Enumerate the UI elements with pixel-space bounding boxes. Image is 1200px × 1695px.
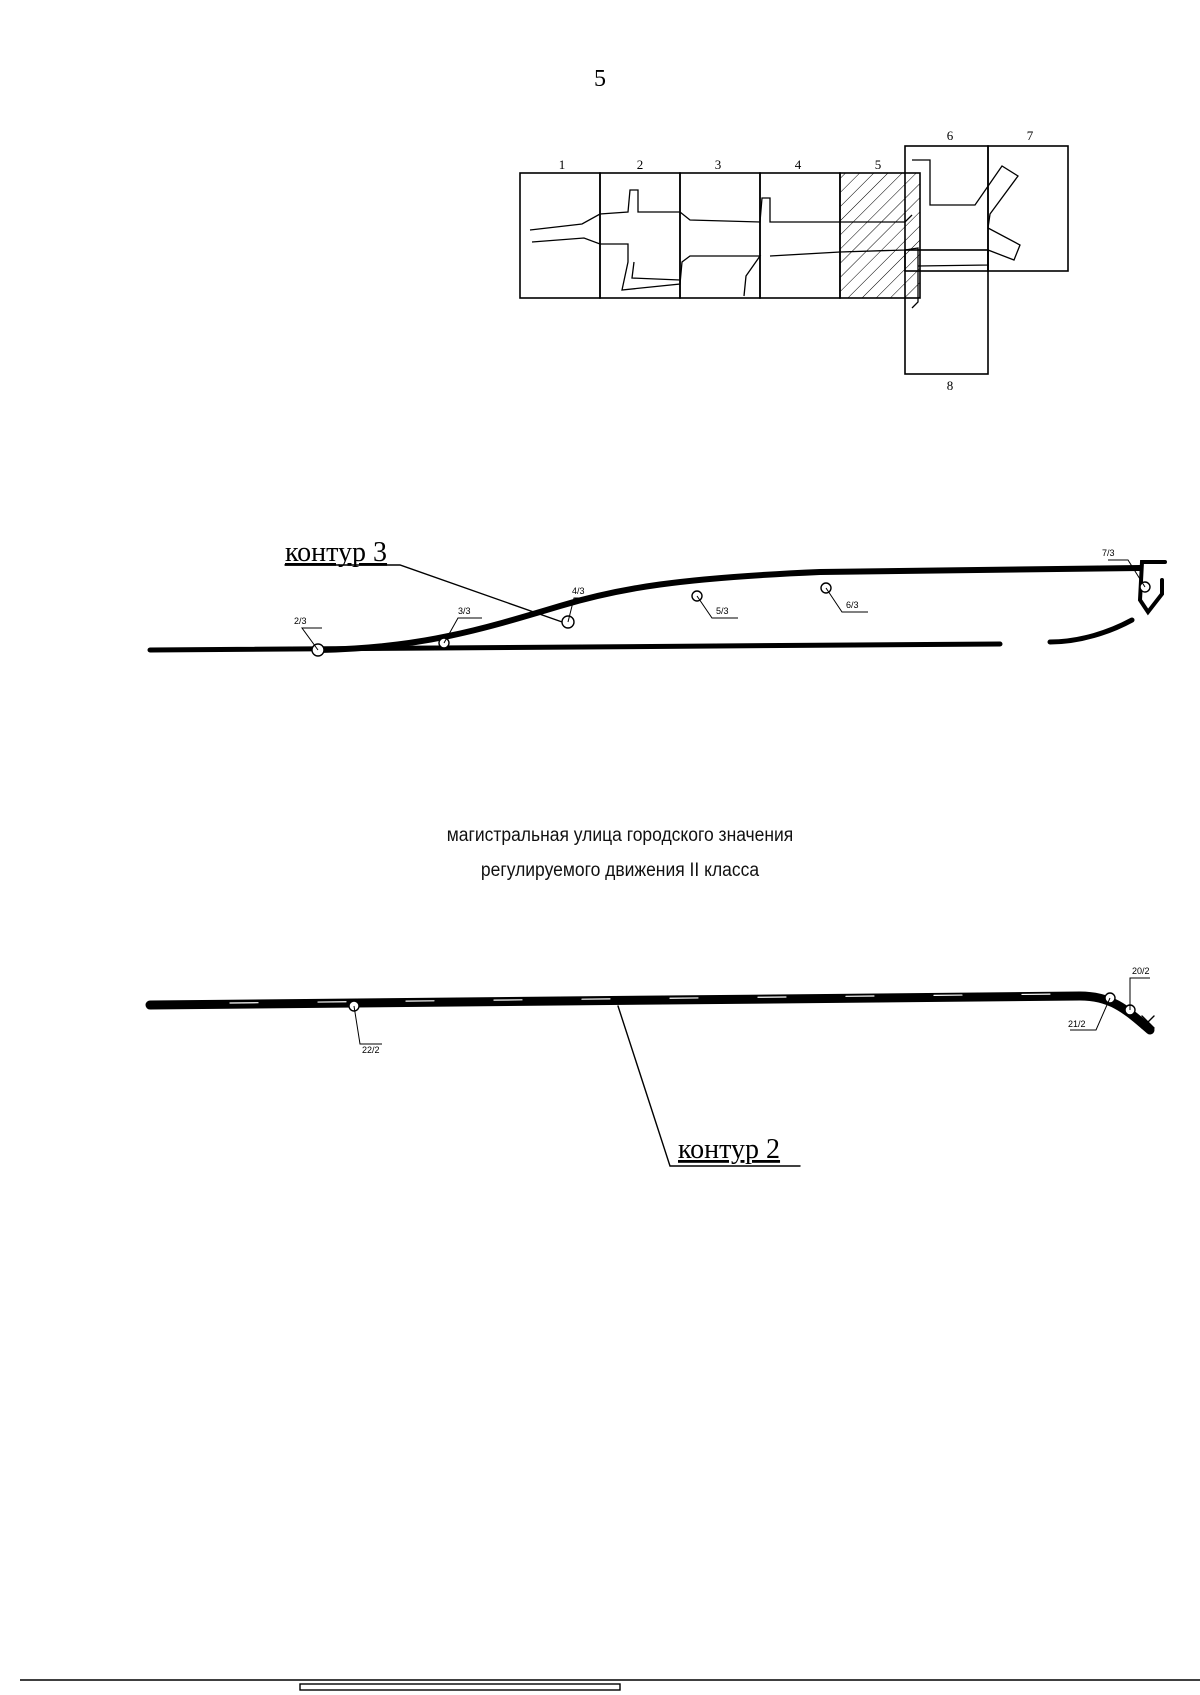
contour-2-drawing: 22/2 21/2 20/2 контур 2 bbox=[145, 966, 1155, 1167]
sheet-4 bbox=[759, 172, 841, 299]
sheet-label-4: 4 bbox=[795, 157, 802, 172]
contour-2-main-line bbox=[145, 991, 1155, 1035]
point-label-20-2: 20/2 bbox=[1132, 966, 1150, 976]
sheet-label-7: 7 bbox=[1027, 128, 1034, 143]
bottom-rule bbox=[20, 1679, 1200, 1691]
sheet-label-8: 8 bbox=[947, 378, 954, 393]
point-label-21-2: 21/2 bbox=[1068, 1019, 1086, 1029]
point-label-3-3: 3/3 bbox=[458, 606, 471, 616]
sheet-label-1: 1 bbox=[559, 157, 566, 172]
page-number: 5 bbox=[594, 66, 606, 92]
point-label-6-3: 6/3 bbox=[846, 600, 859, 610]
sheet-label-6: 6 bbox=[947, 128, 954, 143]
sheet-7 bbox=[987, 145, 1069, 272]
caption-line-2: регулируемого движения II класса bbox=[480, 860, 760, 881]
contour-2-leader bbox=[617, 1005, 801, 1167]
contour-3-lower-line bbox=[147, 641, 1003, 653]
sheet-label-2: 2 bbox=[637, 157, 644, 172]
point-label-4-3: 4/3 bbox=[572, 586, 585, 596]
sheet-5 bbox=[839, 172, 921, 299]
sheet-label-5: 5 bbox=[875, 157, 882, 172]
caption-line-1: магистральная улица городского значения bbox=[446, 825, 794, 846]
point-label-22-2: 22/2 bbox=[362, 1045, 380, 1055]
contour-3-label: контур 3 bbox=[285, 537, 387, 568]
sheet-3 bbox=[679, 172, 761, 299]
contour-2-end-marker bbox=[1141, 1015, 1155, 1029]
contour-3-leader bbox=[284, 564, 566, 624]
contour-3-upper-curve bbox=[317, 565, 1143, 653]
contour-3-drawing: 2/3 3/3 4/3 5/3 6/3 7/3 контур 3 bbox=[147, 537, 1167, 657]
contour-3-end-bracket bbox=[1137, 560, 1167, 616]
sheet-8 bbox=[904, 249, 989, 375]
point-label-5-3: 5/3 bbox=[716, 606, 729, 616]
point-label-2-3: 2/3 bbox=[294, 616, 307, 626]
contour-2-label: контур 2 bbox=[678, 1134, 780, 1165]
sheet-1 bbox=[519, 172, 601, 299]
sheet-label-3: 3 bbox=[715, 157, 722, 172]
point-label-7-3: 7/3 bbox=[1102, 548, 1115, 558]
contour-3-right-arc bbox=[1047, 617, 1135, 645]
road-outline bbox=[529, 159, 1021, 309]
sheet-key-map: 1 2 3 4 5 6 7 8 bbox=[519, 128, 1069, 393]
